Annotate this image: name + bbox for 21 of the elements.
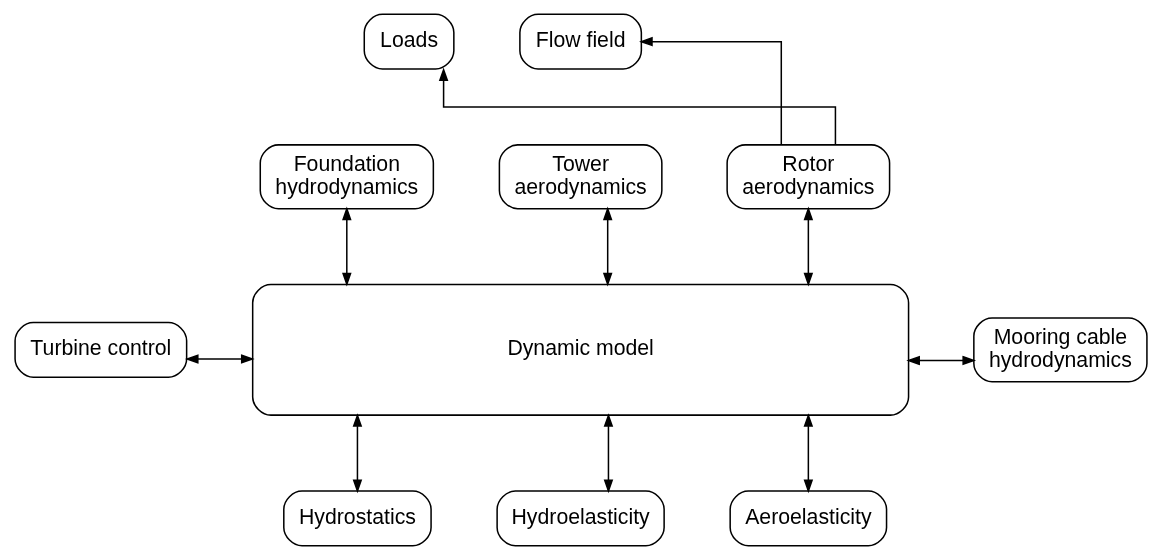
node-box: Tower aerodynamics [498,144,663,210]
arrow [184,354,255,364]
node-box: Rotor aerodynamics [726,144,891,210]
arrow [342,206,352,287]
node-box: Dynamic model [251,283,910,416]
node-box: Foundation hydrodynamics [259,144,435,210]
arrow [352,413,363,494]
node-box: Hydrostatics [283,490,432,547]
arrow [906,355,977,366]
node-box: Turbine control [14,321,188,378]
node-box: Loads [363,13,455,70]
arrow [438,67,837,146]
node-box: Aeroelasticity [729,490,888,547]
node-box: Flow field [519,13,643,70]
node-box: Hydroelasticity [496,490,665,547]
arrow [803,206,814,287]
arrow [603,413,614,494]
arrow [803,413,814,494]
arrow [639,36,783,146]
node-box: Mooring cable hydrodynamics [973,317,1148,383]
arrow [602,206,613,287]
